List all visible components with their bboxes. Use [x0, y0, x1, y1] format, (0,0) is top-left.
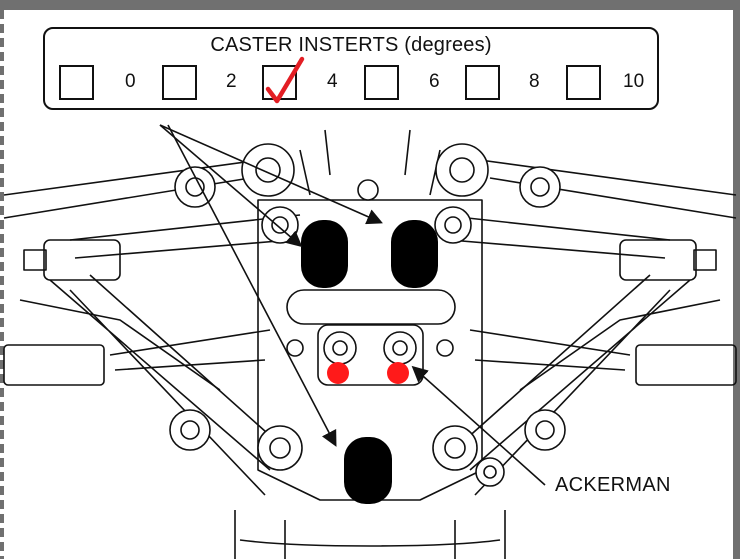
option-label-2: 2: [226, 71, 237, 92]
left-lower-shock: [3, 344, 105, 386]
left-shock-body: [43, 239, 121, 281]
option-box-0[interactable]: [59, 65, 94, 100]
bulkhead-upper-bar: [324, 129, 411, 176]
ball-joint-bottom-left-outer-inner: [180, 420, 200, 440]
caster-inserts-legend: CASTER INSTERTS (degrees) 0 2 4 6 8 10: [43, 27, 659, 110]
bolt-right-mid: [436, 339, 454, 357]
center-slot: [286, 289, 456, 325]
right-shock-end: [693, 249, 717, 271]
upper-left-link: [3, 159, 261, 219]
leader-ackerman: [411, 365, 546, 486]
steering-pivot-inner: [483, 465, 497, 479]
left-shock-end: [23, 249, 47, 271]
ackerman-bolt-left-inner: [332, 340, 348, 356]
frame-right-border: [733, 10, 740, 559]
caster-insert-left: [301, 220, 348, 288]
left-mid-arm: [69, 214, 301, 259]
chassis-bottom-line: [234, 510, 506, 559]
right-shock-body: [619, 239, 697, 281]
option-box-4[interactable]: [262, 56, 305, 104]
ball-joint-top-right-inner: [449, 157, 475, 183]
option-label-4: 4: [327, 71, 338, 92]
option-label-0: 0: [125, 71, 136, 92]
bolt-left-upper-inner: [271, 216, 289, 234]
ackerman-dot-left: [327, 362, 349, 384]
option-box-2[interactable]: [162, 65, 197, 100]
caster-insert-bottom: [344, 437, 392, 504]
ball-joint-bottom-right-outer-inner: [535, 420, 555, 440]
option-label-6: 6: [429, 71, 440, 92]
ackerman-dot-right: [387, 362, 409, 384]
left-a-arm: [49, 274, 276, 496]
frame-left-dashed-border: [0, 10, 4, 559]
option-box-10[interactable]: [566, 65, 601, 100]
ackerman-callout: ACKERMAN: [555, 474, 671, 496]
upper-center-pin: [357, 179, 379, 201]
option-box-8[interactable]: [465, 65, 500, 100]
ackerman-bracket: [317, 324, 424, 386]
ball-joint-bottom-right-inner: [444, 437, 466, 459]
frame-top-border: [0, 0, 740, 10]
left-a-arm-outer: [19, 299, 221, 391]
caster-inserts: [301, 220, 438, 504]
right-lower-shock: [635, 344, 737, 386]
bolt-right-upper-inner: [444, 216, 462, 234]
ball-joint-top-left-inner: [255, 157, 281, 183]
right-a-arm: [464, 274, 691, 496]
checkmark-icon: [265, 56, 305, 104]
caster-insert-right: [391, 220, 438, 288]
bolt-left-mid: [286, 339, 304, 357]
leader-to-right-insert: [159, 124, 383, 225]
ackerman-bolt-right-inner: [392, 340, 408, 356]
option-box-6[interactable]: [364, 65, 399, 100]
bulkhead-plate: [257, 199, 483, 501]
ball-joint-bottom-left-inner: [269, 437, 291, 459]
chassis-bottom: [239, 539, 501, 547]
legend-title: CASTER INSTERTS (degrees): [210, 34, 492, 56]
leader-to-left-insert: [159, 124, 303, 248]
ball-joint-top-right-outer-inner: [530, 177, 550, 197]
ackerman-points: [327, 362, 409, 384]
leader-to-bottom-insert: [167, 124, 337, 447]
upper-right-link: [479, 159, 737, 219]
right-a-arm-outer: [519, 299, 721, 391]
option-label-10: 10: [623, 71, 645, 92]
option-label-8: 8: [529, 71, 540, 92]
right-mid-arm: [439, 214, 671, 259]
